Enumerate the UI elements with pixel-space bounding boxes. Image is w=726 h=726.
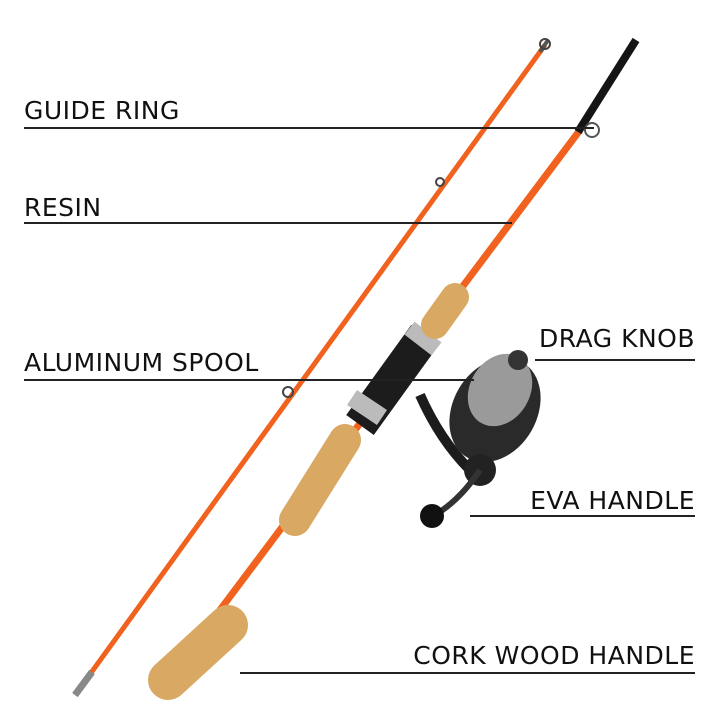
label-aluminum-spool: ALUMINUM SPOOL <box>24 348 259 377</box>
leader-line-guide-ring <box>24 127 594 129</box>
leader-line-aluminum-spool <box>24 379 474 381</box>
label-cork-wood-handle: CORK WOOD HANDLE <box>413 641 695 670</box>
left-rod-section <box>72 38 551 698</box>
leader-line-eva-handle <box>470 515 695 517</box>
leader-line-cork-wood-handle <box>240 672 695 674</box>
label-resin: RESIN <box>24 193 102 222</box>
label-drag-knob: DRAG KNOB <box>538 324 695 353</box>
spinning-reel <box>415 350 541 528</box>
leader-line-resin <box>24 222 512 224</box>
label-eva-handle: EVA HANDLE <box>530 486 695 515</box>
label-guide-ring: GUIDE RING <box>24 96 180 125</box>
leader-line-drag-knob <box>535 359 695 361</box>
